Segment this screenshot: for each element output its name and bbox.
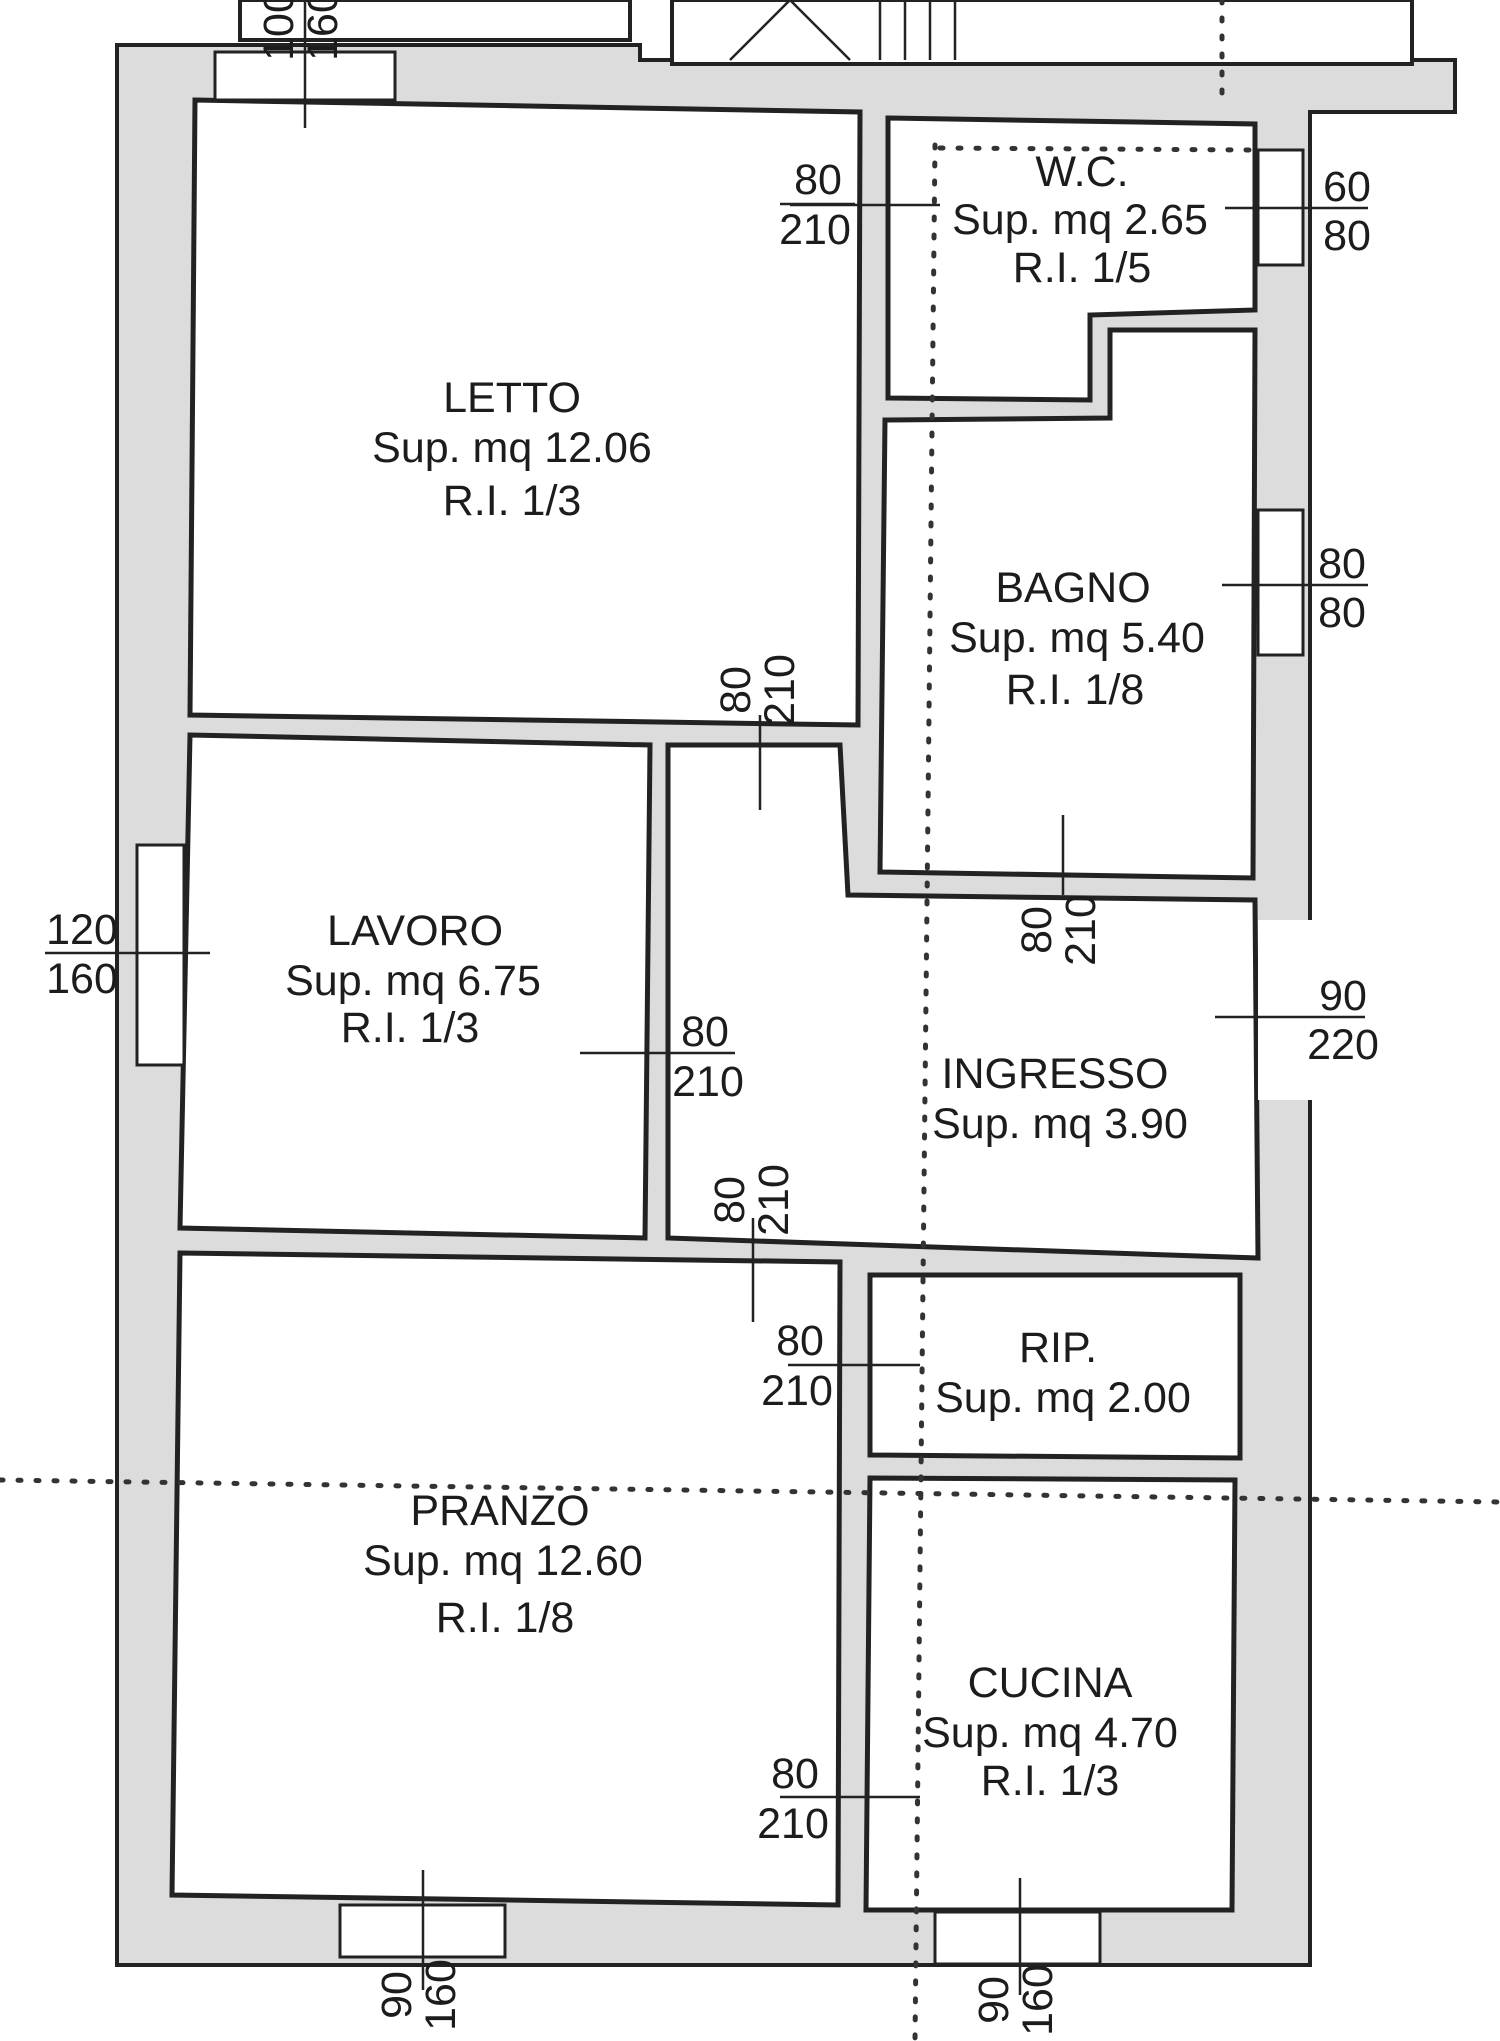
svg-text:80: 80 bbox=[776, 1317, 824, 1365]
cucina-name: CUCINA bbox=[968, 1659, 1133, 1707]
dim-pranzo-door-top: 80 210 bbox=[706, 1164, 798, 1236]
label-ingresso: INGRESSO Sup. mq 3.90 bbox=[932, 1050, 1188, 1148]
room-rip bbox=[867, 1272, 1243, 1461]
dim-lavoro-door: 80 210 bbox=[672, 1008, 744, 1106]
svg-text:80: 80 bbox=[681, 1008, 729, 1056]
entrance-door-gap bbox=[1258, 920, 1313, 1100]
ingresso-area: Sup. mq 3.90 bbox=[932, 1100, 1188, 1148]
bagno-name: BAGNO bbox=[995, 564, 1150, 612]
dim-pranzo-window: 90 160 bbox=[373, 1959, 465, 2031]
svg-text:90: 90 bbox=[1319, 972, 1367, 1020]
room-cucina bbox=[863, 1475, 1238, 1913]
room-pranzo bbox=[169, 1250, 843, 1908]
stair-area bbox=[670, 0, 1414, 66]
dim-wc-window: 60 80 bbox=[1323, 163, 1371, 260]
svg-text:80: 80 bbox=[771, 1750, 819, 1798]
svg-text:160: 160 bbox=[46, 955, 118, 1003]
svg-text:210: 210 bbox=[1057, 894, 1105, 966]
svg-text:210: 210 bbox=[761, 1367, 833, 1415]
label-pranzo: PRANZO Sup. mq 12.60 R.I. 1/8 bbox=[363, 1487, 643, 1642]
svg-text:80: 80 bbox=[1013, 906, 1061, 954]
svg-text:80: 80 bbox=[1323, 212, 1371, 260]
svg-text:210: 210 bbox=[672, 1058, 744, 1106]
svg-text:210: 210 bbox=[779, 206, 851, 254]
dim-wc-door: 80 210 bbox=[779, 156, 855, 254]
room-wc bbox=[885, 115, 1258, 403]
room-bagno bbox=[877, 327, 1258, 881]
pranzo-ri: R.I. 1/8 bbox=[436, 1594, 575, 1642]
ingresso-name: INGRESSO bbox=[942, 1050, 1169, 1098]
svg-text:60: 60 bbox=[1323, 163, 1371, 211]
dim-lavoro-window: 120 160 bbox=[46, 906, 118, 1003]
dim-bagno-door: 80 210 bbox=[1013, 894, 1105, 966]
bagno-window bbox=[1256, 508, 1305, 657]
label-bagno: BAGNO Sup. mq 5.40 R.I. 1/8 bbox=[949, 564, 1205, 714]
dim-entrance-door: 90 220 bbox=[1307, 972, 1379, 1069]
dim-top-window: 100 160 bbox=[255, 0, 347, 61]
svg-text:80: 80 bbox=[1318, 540, 1366, 588]
svg-text:120: 120 bbox=[46, 906, 118, 954]
dim-rip-door: 80 210 bbox=[761, 1317, 833, 1415]
lavoro-window bbox=[135, 843, 186, 1067]
svg-text:90: 90 bbox=[970, 1976, 1018, 2024]
dim-cucina-window: 90 160 bbox=[970, 1964, 1062, 2036]
lavoro-name: LAVORO bbox=[327, 907, 503, 955]
svg-text:80: 80 bbox=[706, 1176, 754, 1224]
svg-text:100: 100 bbox=[255, 0, 303, 61]
letto-name: LETTO bbox=[443, 374, 581, 422]
bagno-area: Sup. mq 5.40 bbox=[949, 614, 1205, 662]
room-ingresso bbox=[665, 742, 1261, 1261]
wc-name: W.C. bbox=[1035, 148, 1128, 196]
dotted-wc-top bbox=[937, 145, 1258, 153]
lavoro-area: Sup. mq 6.75 bbox=[285, 957, 541, 1005]
label-cucina: CUCINA Sup. mq 4.70 R.I. 1/3 bbox=[922, 1659, 1178, 1805]
wc-ri: R.I. 1/5 bbox=[1013, 244, 1152, 292]
pranzo-name: PRANZO bbox=[410, 1487, 589, 1535]
stair-lines bbox=[729, 0, 957, 61]
label-lavoro: LAVORO Sup. mq 6.75 R.I. 1/3 bbox=[285, 907, 541, 1052]
label-rip: RIP. Sup. mq 2.00 bbox=[935, 1324, 1191, 1422]
room-letto bbox=[187, 97, 863, 728]
svg-text:80: 80 bbox=[794, 156, 842, 204]
svg-text:160: 160 bbox=[417, 1959, 465, 2031]
svg-text:210: 210 bbox=[757, 1800, 829, 1848]
lavoro-ri: R.I. 1/3 bbox=[341, 1004, 480, 1052]
svg-text:220: 220 bbox=[1307, 1021, 1379, 1069]
cucina-area: Sup. mq 4.70 bbox=[922, 1709, 1178, 1757]
letto-ri: R.I. 1/3 bbox=[443, 477, 582, 525]
pranzo-area: Sup. mq 12.60 bbox=[363, 1537, 643, 1585]
svg-text:160: 160 bbox=[299, 0, 347, 61]
bagno-ri: R.I. 1/8 bbox=[1006, 666, 1145, 714]
dim-cucina-door: 80 210 bbox=[757, 1750, 829, 1848]
svg-text:160: 160 bbox=[1014, 1964, 1062, 2036]
svg-text:80: 80 bbox=[712, 666, 760, 714]
svg-text:80: 80 bbox=[1318, 589, 1366, 637]
dimension-leaders bbox=[45, 0, 1368, 1995]
dim-bagno-window: 80 80 bbox=[1318, 540, 1366, 637]
rip-area: Sup. mq 2.00 bbox=[935, 1374, 1191, 1422]
wc-area: Sup. mq 2.65 bbox=[952, 196, 1208, 244]
svg-text:90: 90 bbox=[373, 1971, 421, 2019]
svg-text:210: 210 bbox=[750, 1164, 798, 1236]
cucina-window bbox=[933, 1910, 1102, 1966]
svg-text:210: 210 bbox=[756, 654, 804, 726]
label-wc: W.C. Sup. mq 2.65 R.I. 1/5 bbox=[952, 148, 1208, 292]
rip-name: RIP. bbox=[1019, 1324, 1097, 1372]
label-letto: LETTO Sup. mq 12.06 R.I. 1/3 bbox=[372, 374, 652, 525]
letto-area: Sup. mq 12.06 bbox=[372, 424, 652, 472]
cucina-ri: R.I. 1/3 bbox=[981, 1757, 1120, 1805]
dim-letto-door: 80 210 bbox=[712, 654, 804, 726]
dotted-axis-horizontal bbox=[0, 1477, 1500, 1505]
